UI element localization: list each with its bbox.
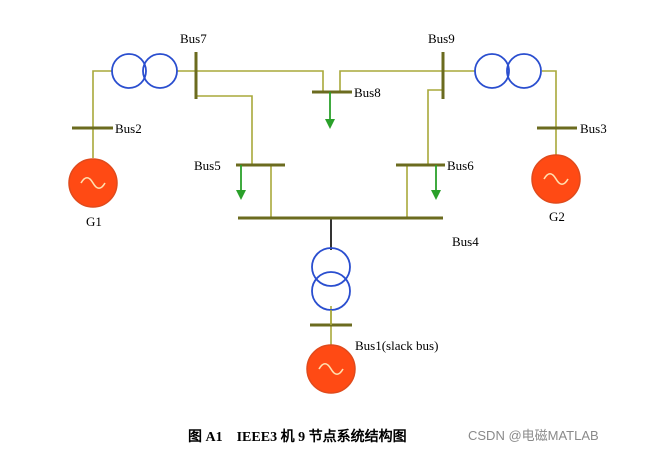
watermark: CSDN @电磁MATLAB [468,428,599,443]
generator-g2-icon [531,154,581,204]
line-transformer-bus3-g2 [542,70,557,158]
load-bus6-icon [431,165,441,200]
label-g2: G2 [549,209,565,224]
transformer-t3-icon [474,53,542,89]
transformer-t1-icon [111,53,178,89]
label-bus1: Bus1(slack bus) [355,338,438,353]
line-g1-bus2-transformer [92,70,112,158]
transmission-lines [92,70,557,345]
figure-caption: 图 A1 IEEE3 机 9 节点系统结构图 [188,428,407,445]
label-bus6: Bus6 [447,158,474,173]
generator-slack-icon [306,344,356,394]
transformer-t2-icon [311,247,351,311]
line-bus7-bus8 [196,70,324,92]
line-bus8-bus9 [339,70,443,92]
label-g1: G1 [86,214,102,229]
label-bus3: Bus3 [580,121,607,136]
load-bus8-icon [325,92,335,129]
label-bus9: Bus9 [428,31,455,46]
label-bus8: Bus8 [354,85,381,100]
label-bus5: Bus5 [194,158,221,173]
label-bus2: Bus2 [115,121,142,136]
line-bus9-bus6 [427,89,443,165]
label-bus4: Bus4 [452,234,479,249]
label-bus7: Bus7 [180,31,207,46]
line-bus7-bus5 [196,95,253,165]
load-bus5-icon [236,165,246,200]
generator-g1-icon [68,158,118,208]
